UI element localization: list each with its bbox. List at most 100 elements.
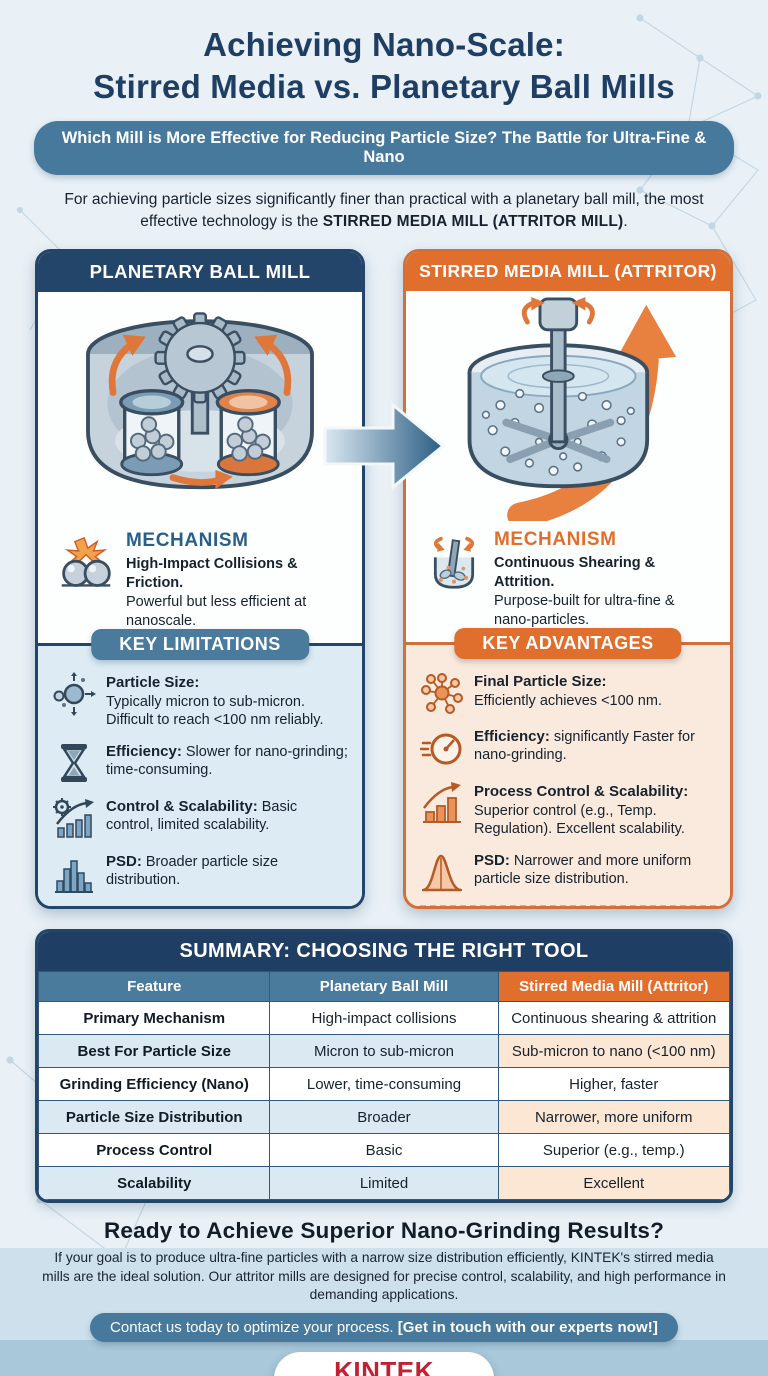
cell-feature: Scalability bbox=[38, 1166, 271, 1201]
cell-feature: Process Control bbox=[38, 1133, 271, 1168]
key-advantages-section: KEY ADVANTAGES bbox=[406, 627, 730, 907]
column-header-stirred: Stirred Media Mill (Attritor) bbox=[497, 971, 730, 1003]
cell-planetary: Micron to sub-micron bbox=[269, 1034, 499, 1069]
speedometer-icon bbox=[420, 733, 462, 765]
table-row: Particle Size Distribution Broader Narro… bbox=[38, 1100, 730, 1135]
mechanism-body: Continuous Shearing & Attrition. Purpose… bbox=[494, 554, 714, 629]
cta-body: If your goal is to produce ultra-fine pa… bbox=[42, 1250, 726, 1302]
table-row: Scalability Limited Excellent bbox=[38, 1166, 730, 1201]
column-header-planetary: Planetary Ball Mill bbox=[269, 971, 499, 1003]
stirred-panel-title: STIRRED MEDIA MILL (ATTRITOR) bbox=[406, 252, 730, 292]
planetary-mechanism-section: MECHANISM High-Impact Collisions & Frict… bbox=[38, 522, 362, 643]
collision-balls-icon bbox=[61, 537, 111, 588]
contact-pill-link[interactable]: [Get in touch with our experts now!] bbox=[397, 1319, 658, 1337]
limitation-item: Particle Size: Typically micron to sub-mi… bbox=[52, 671, 348, 730]
hourglass-icon bbox=[61, 743, 87, 782]
planetary-ball-mill-panel: PLANETARY BALL MILL bbox=[35, 249, 365, 910]
limitation-item: PSD: Broader particle size distribution. bbox=[52, 851, 348, 895]
page-title: Achieving Nano-Scale: Stirred Media vs. … bbox=[0, 0, 768, 108]
comparison-panels: PLANETARY BALL MILL bbox=[35, 249, 733, 910]
kintek-logo-badge: KINTEK Solution for researching bbox=[273, 1352, 495, 1376]
table-row: Primary Mechanism High-impact collisions… bbox=[38, 1001, 730, 1036]
cell-stirred: Sub-micron to nano (<100 nm) bbox=[497, 1034, 730, 1069]
item-label: Final Particle Size: bbox=[474, 672, 607, 690]
cell-stirred: Continuous shearing & attrition bbox=[497, 1001, 730, 1036]
item-text: Slower for nano-grinding; time-consuming… bbox=[106, 743, 348, 779]
mechanism-text: Powerful but less efficient at nanoscale… bbox=[126, 593, 307, 629]
gear-growth-icon bbox=[53, 797, 94, 838]
contact-pill[interactable]: Contact us today to optimize your proces… bbox=[90, 1313, 678, 1343]
best-for-note: BEST FOR: Versatile R&D, Mechanical Allo… bbox=[52, 905, 348, 907]
cell-planetary: Limited bbox=[269, 1166, 499, 1201]
item-text: Narrower and more uniform particle size … bbox=[474, 852, 692, 888]
table-header-row: Feature Planetary Ball Mill Stirred Medi… bbox=[38, 971, 730, 1003]
cell-feature: Best For Particle Size bbox=[38, 1034, 271, 1069]
page-title-line2: Stirred Media vs. Planetary Ball Mills bbox=[93, 68, 675, 106]
sun-gear bbox=[154, 312, 246, 404]
intro-prefix: For achieving particle sizes significant… bbox=[64, 191, 704, 230]
comparison-table: Feature Planetary Ball Mill Stirred Medi… bbox=[38, 971, 730, 1201]
growth-chart-icon bbox=[422, 781, 461, 823]
item-label: Process Control & Scalability: bbox=[474, 782, 689, 800]
item-text: Superior control (e.g., Temp. Regulation… bbox=[474, 803, 685, 838]
item-text: Efficiently achieves <100 nm. bbox=[474, 693, 662, 710]
planetary-mill-illustration bbox=[38, 292, 362, 523]
item-text: significantly Faster for nano-grinding. bbox=[474, 728, 695, 764]
cta-heading: Ready to Achieve Superior Nano-Grinding … bbox=[103, 1218, 665, 1244]
mechanism-heading: MECHANISM bbox=[126, 530, 249, 552]
cell-feature: Primary Mechanism bbox=[38, 1001, 271, 1036]
particle-scatter-icon bbox=[53, 671, 96, 716]
particle-cluster-icon bbox=[421, 672, 463, 714]
grinding-jar-blue bbox=[119, 389, 185, 477]
advantage-item: Process Control & Scalability: Superior c… bbox=[420, 781, 716, 839]
stirred-mechanism-section: MECHANISM Continuous Shearing & Attritio… bbox=[406, 521, 730, 642]
item-text: Basic control, limited scalability. bbox=[106, 798, 298, 834]
item-label: Efficiency: bbox=[106, 742, 182, 760]
cell-stirred: Superior (e.g., temp.) bbox=[497, 1133, 730, 1168]
key-limitations-section: KEY LIMITATIONS bbox=[38, 628, 362, 907]
planetary-panel-title: PLANETARY BALL MILL bbox=[38, 252, 362, 293]
stirred-tank-icon bbox=[433, 537, 475, 589]
stirred-media-mill-panel: STIRRED MEDIA MILL (ATTRITOR) bbox=[403, 249, 733, 910]
item-label: Efficiency: bbox=[474, 727, 550, 745]
mechanism-heading: MECHANISM bbox=[494, 529, 617, 551]
histogram-icon bbox=[55, 859, 93, 893]
cell-planetary: High-impact collisions bbox=[269, 1001, 499, 1036]
summary-table-card: SUMMARY: CHOOSING THE RIGHT TOOL Feature… bbox=[35, 929, 733, 1204]
page-title-line1: Achieving Nano-Scale: bbox=[203, 26, 565, 63]
intro-paragraph: For achieving particle sizes significant… bbox=[34, 189, 734, 232]
best-for-note: BEST FOR: Targeted Nano-Grinding, Pharma… bbox=[420, 904, 716, 907]
distribution-curve-icon bbox=[422, 854, 462, 891]
cell-planetary: Basic bbox=[269, 1133, 499, 1168]
transition-arrow bbox=[323, 402, 446, 491]
item-text: Typically micron to sub-micron. Difficul… bbox=[106, 694, 324, 729]
table-row: Grinding Efficiency (Nano) Lower, time-c… bbox=[38, 1067, 730, 1102]
item-label: Particle Size: bbox=[106, 673, 200, 691]
grinding-jar-orange bbox=[215, 389, 281, 477]
item-label: Control & Scalability: bbox=[106, 797, 258, 815]
contact-pill-text: Contact us today to optimize your proces… bbox=[110, 1319, 398, 1337]
limitation-item: Efficiency: Slower for nano-grinding; ti… bbox=[52, 741, 348, 785]
advantage-item: Final Particle Size: Efficiently achieves… bbox=[420, 671, 716, 715]
limitation-item: Control & Scalability: Basic control, li… bbox=[52, 796, 348, 840]
mechanism-lead: Continuous Shearing & Attrition. bbox=[494, 555, 656, 591]
cell-stirred: Higher, faster bbox=[497, 1067, 730, 1102]
summary-table-title: SUMMARY: CHOOSING THE RIGHT TOOL bbox=[38, 932, 730, 972]
item-label: PSD: bbox=[474, 851, 510, 869]
mechanism-lead: High-Impact Collisions & Friction. bbox=[126, 556, 298, 592]
cell-stirred: Narrower, more uniform bbox=[497, 1100, 730, 1135]
mechanism-text: Purpose-built for ultra-fine & nano-part… bbox=[494, 592, 675, 628]
stirred-mill-drawing bbox=[467, 297, 677, 522]
advantage-item: Efficiency: significantly Faster for nan… bbox=[420, 726, 716, 770]
cell-stirred: Excellent bbox=[497, 1166, 730, 1201]
subtitle-text: Which Mill is More Effective for Reducin… bbox=[61, 129, 707, 167]
advantage-item: PSD: Narrower and more uniform particle … bbox=[420, 850, 716, 894]
key-advantages-banner: KEY ADVANTAGES bbox=[454, 627, 682, 659]
intro-bold: STIRRED MEDIA MILL (ATTRITOR MILL) bbox=[322, 212, 624, 230]
cell-feature: Grinding Efficiency (Nano) bbox=[38, 1067, 271, 1102]
planetary-mill-drawing bbox=[86, 312, 314, 490]
item-text: Broader particle size distribution. bbox=[106, 853, 279, 889]
cell-planetary: Lower, time-consuming bbox=[269, 1067, 499, 1102]
intro-suffix: . bbox=[623, 212, 628, 230]
